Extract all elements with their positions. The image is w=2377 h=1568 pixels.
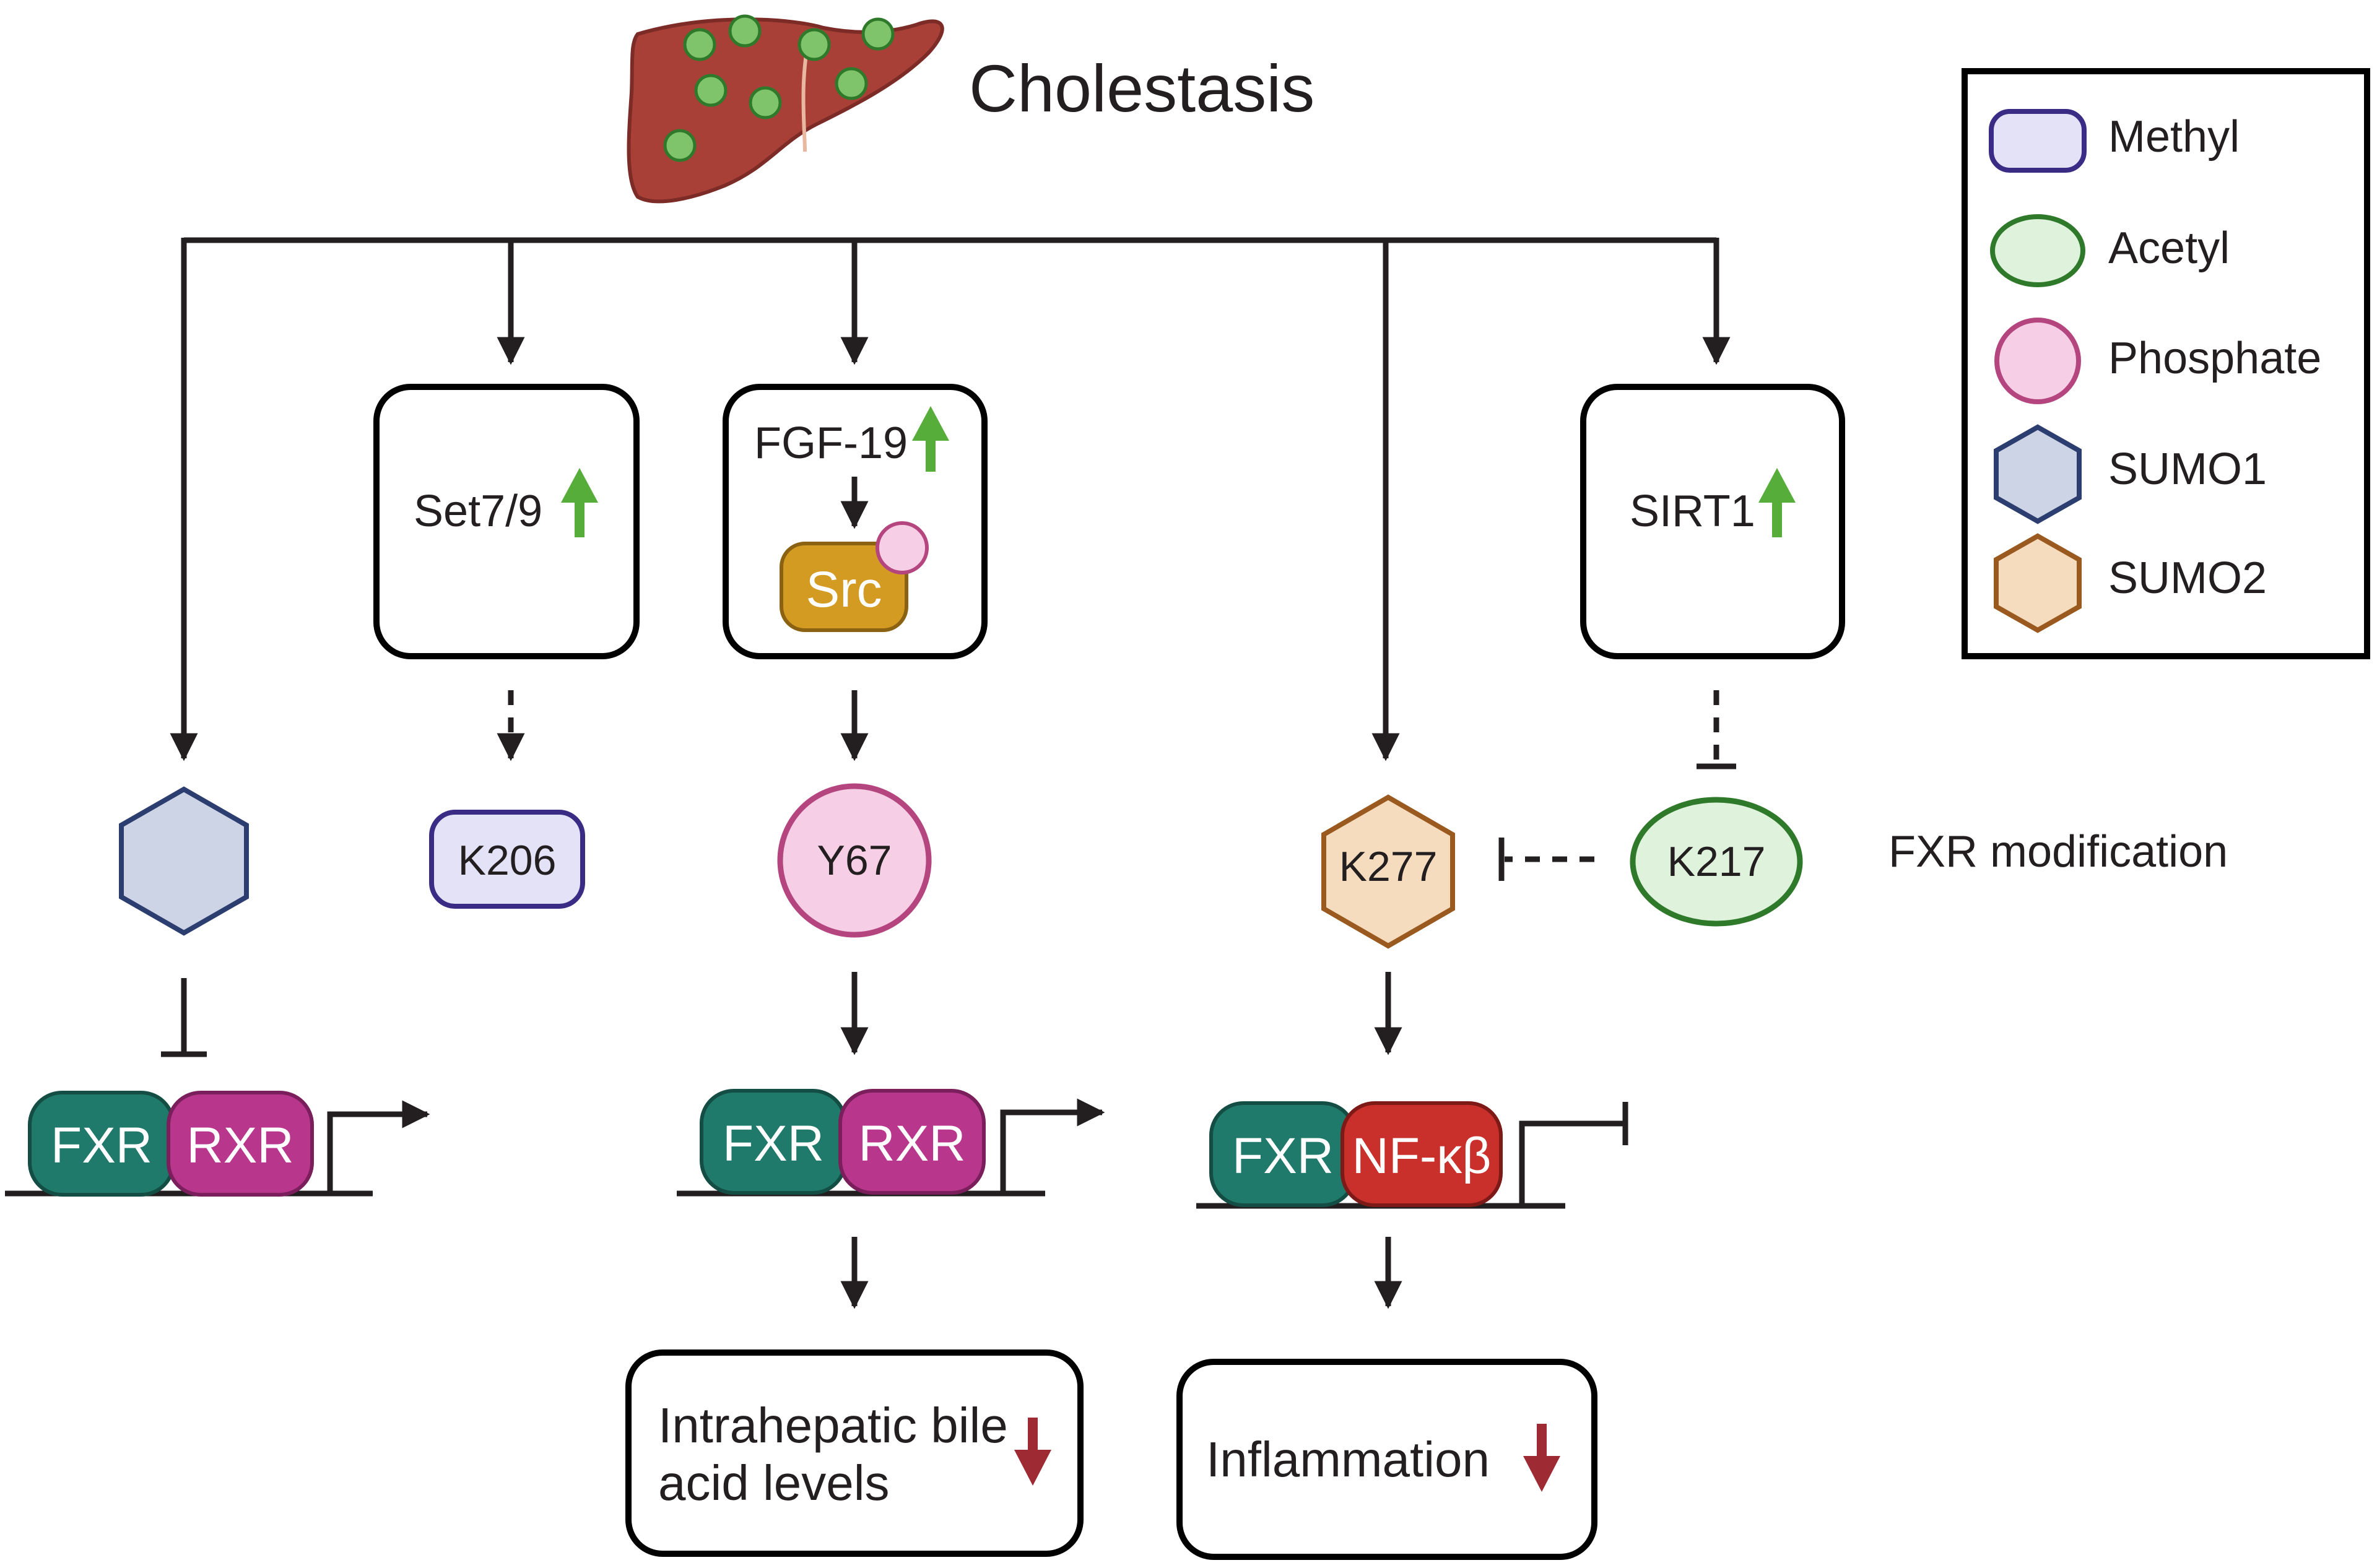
fxr-label: FXR bbox=[1232, 1128, 1334, 1184]
fxr-label: FXR bbox=[723, 1115, 824, 1172]
sumo1-hexagon bbox=[119, 786, 249, 936]
rxr-label: RXR bbox=[186, 1117, 293, 1174]
y67-label: Y67 bbox=[817, 837, 892, 884]
rxr-receptor bbox=[167, 1091, 314, 1197]
y67-phosphate-site bbox=[777, 783, 932, 938]
inflammation-outcome-box bbox=[1176, 1359, 1597, 1560]
src-kinase bbox=[780, 542, 908, 632]
sumo2-icon bbox=[1994, 533, 2082, 633]
sirt1-box bbox=[1580, 384, 1845, 659]
bile-acid-line2: acid levels bbox=[658, 1455, 890, 1510]
legend-label-acetyl: Acetyl bbox=[2108, 223, 2230, 273]
legend-label-phosphate: Phosphate bbox=[2108, 334, 2321, 383]
k217-label: K217 bbox=[1667, 838, 1766, 885]
fxr-nfkb-complex: FXR NF-κβ bbox=[1196, 1101, 1628, 1209]
fgf19-label: FGF-19 bbox=[754, 418, 908, 468]
nfkb-label: NF-κβ bbox=[1352, 1128, 1492, 1184]
fxr-modification-label: FXR modification bbox=[1888, 827, 2228, 877]
transcription-arrow-center bbox=[1000, 1098, 1105, 1192]
bile-acid-line1: Intrahepatic bile bbox=[658, 1398, 1008, 1453]
k277-sumo2-site bbox=[1321, 794, 1455, 949]
methyl-icon bbox=[1989, 109, 2087, 173]
transcription-block-line bbox=[1519, 1120, 1625, 1204]
sirt1-label: SIRT1 bbox=[1630, 487, 1755, 536]
src-phosphate-icon bbox=[876, 521, 929, 574]
k217-acetyl-site bbox=[1630, 797, 1803, 927]
acetyl-icon bbox=[1990, 214, 2085, 287]
inflammation-down-arrow-icon bbox=[1523, 1424, 1560, 1492]
set79-label: Set7/9 bbox=[414, 487, 542, 536]
legend-label-methyl: Methyl bbox=[2108, 112, 2240, 162]
k206-methyl-site bbox=[429, 810, 585, 909]
legend-label-sumo2: SUMO2 bbox=[2108, 553, 2267, 603]
legend-label-sumo1: SUMO1 bbox=[2108, 444, 2267, 494]
fxr-rxr-complex-center: FXR RXR bbox=[677, 1089, 1105, 1197]
k277-label: K277 bbox=[1339, 843, 1438, 890]
set79-box bbox=[373, 384, 640, 659]
transcription-arrow-left bbox=[327, 1100, 430, 1192]
phosphate-icon bbox=[1994, 318, 2081, 404]
rxr-label: RXR bbox=[858, 1115, 965, 1172]
fxr-rxr-complex-left: FXR RXR bbox=[5, 1091, 430, 1197]
fgf19-up-arrow-icon bbox=[912, 406, 949, 472]
liver-icon bbox=[627, 14, 944, 204]
set79-up-arrow-icon bbox=[561, 468, 598, 537]
src-label: Src bbox=[806, 561, 882, 618]
sumo1-icon bbox=[1994, 424, 2082, 524]
bile-down-arrow-icon bbox=[1014, 1418, 1051, 1486]
bile-acid-outcome-box bbox=[625, 1349, 1084, 1557]
k206-label: K206 bbox=[458, 837, 557, 884]
inflammation-label: Inflammation bbox=[1206, 1432, 1490, 1487]
sirt1-up-arrow-icon bbox=[1758, 468, 1796, 537]
diagram-title: Cholestasis bbox=[969, 51, 1315, 126]
legend: Methyl Acetyl Phosphate SUMO1 SUMO2 bbox=[1962, 68, 2370, 659]
rxr-receptor bbox=[838, 1089, 986, 1195]
nfkb-factor bbox=[1341, 1101, 1503, 1207]
fxr-label: FXR bbox=[51, 1117, 152, 1174]
